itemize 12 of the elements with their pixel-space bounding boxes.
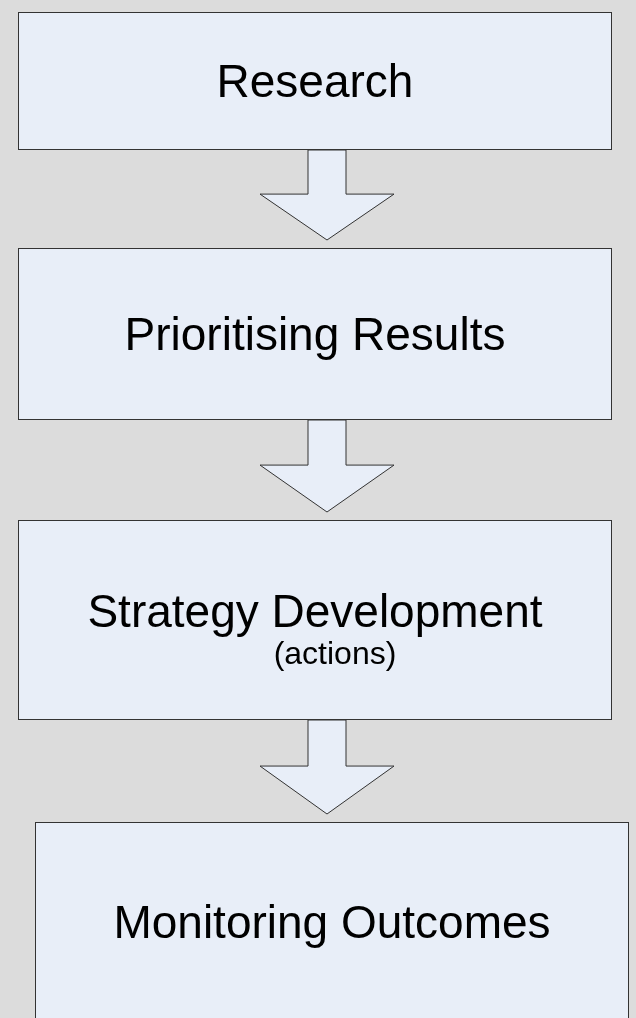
step-label: Monitoring Outcomes [113,895,551,949]
step-label: Strategy Development [87,584,543,638]
step-label: Prioritising Results [124,307,506,361]
block-arrow [259,719,395,815]
process-box [35,822,629,1018]
process-box [18,12,612,150]
step-note: (actions) [273,637,397,670]
block-arrow [259,149,395,241]
block-arrow [259,419,395,513]
process-box [18,248,612,420]
process-box [18,520,612,720]
step-label: Research [216,54,414,108]
